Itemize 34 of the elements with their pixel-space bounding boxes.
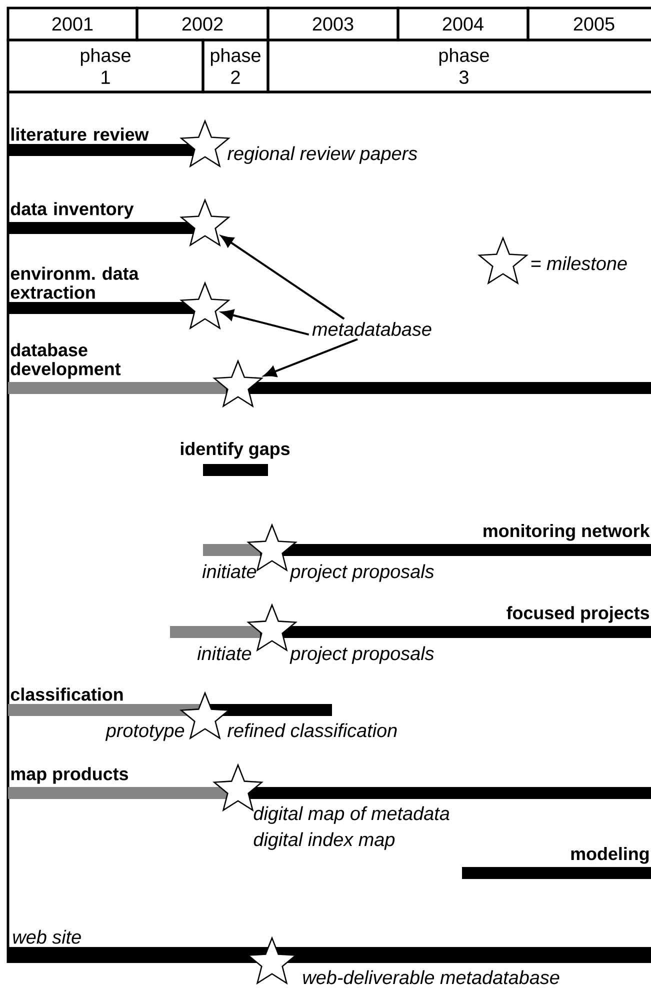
task-label: modeling xyxy=(571,847,649,864)
header-cell: 2003 xyxy=(266,6,400,42)
header-cell: 2004 xyxy=(396,6,530,42)
task-label: environm. data extraction xyxy=(10,266,139,299)
header-cell: 2001 xyxy=(6,6,138,42)
bar-note: web-deliverable metadatabase xyxy=(303,970,560,984)
bar-note: initiate xyxy=(197,646,252,660)
bar-note: project proposals xyxy=(290,564,434,582)
bar-note: digital index map xyxy=(254,832,395,850)
arrow xyxy=(220,235,345,320)
task-label: database development xyxy=(10,343,121,379)
task-label: literature review xyxy=(11,128,149,141)
header-cell: phase 2 xyxy=(202,38,270,94)
header-cell: 2005 xyxy=(526,6,651,42)
task-label: web site xyxy=(13,930,81,944)
header-cell: phase 3 xyxy=(266,38,651,94)
task-label: data inventory xyxy=(10,202,134,219)
task-label: identify gaps xyxy=(180,442,290,459)
bar-note: prototype xyxy=(105,724,184,741)
task-label: classification xyxy=(10,688,123,701)
header-cell: phase 1 xyxy=(6,38,204,94)
bar-note: initiate xyxy=(202,564,256,578)
legend-text: = milestone xyxy=(531,256,627,270)
arrow xyxy=(221,310,310,336)
header-cell: 2002 xyxy=(136,6,270,42)
milestone-note: regional review papers xyxy=(228,146,418,164)
arrow xyxy=(264,338,358,377)
bar-note: digital map of metadata xyxy=(254,806,450,824)
bar-note: project proposals xyxy=(290,646,434,664)
task-label: map products xyxy=(11,767,128,784)
task-label: monitoring network xyxy=(484,524,650,541)
task-label: focused projects xyxy=(506,606,650,623)
callout-text: metadatabase xyxy=(312,322,432,336)
bar-note: refined classification xyxy=(228,723,397,738)
